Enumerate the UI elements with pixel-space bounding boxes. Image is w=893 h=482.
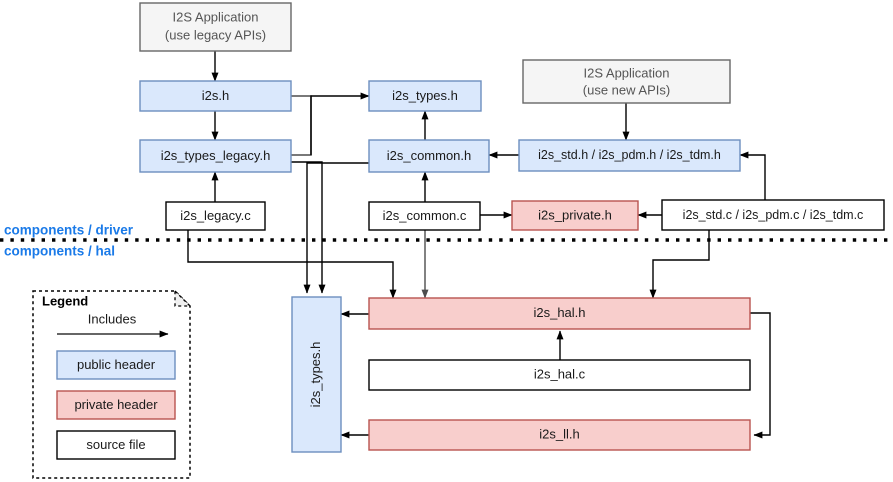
- node-i2s-h-label: i2s.h: [202, 88, 229, 103]
- edge-i2s-std-c-to-i2s-std-h: [739, 151, 766, 200]
- node-i2s-legacy-c-label: i2s_legacy.c: [180, 208, 251, 223]
- node-app-legacy-line1: I2S Application: [172, 9, 258, 24]
- node-i2s-hal-c[interactable]: i2s_hal.c: [368, 359, 751, 391]
- node-i2s-std-pdm-tdm-h-label: i2s_std.h / i2s_pdm.h / i2s_tdm.h: [538, 148, 721, 162]
- node-app-legacy[interactable]: I2S Application (use legacy APIs): [139, 2, 292, 52]
- node-i2s-std-pdm-tdm-h[interactable]: i2s_std.h / i2s_pdm.h / i2s_tdm.h: [518, 139, 741, 172]
- legend-item-private-header: private header: [56, 390, 176, 420]
- node-i2s-hal-h-label: i2s_hal.h: [533, 305, 585, 320]
- node-i2s-types-h-hal-label: i2s_types.h: [308, 342, 323, 408]
- node-i2s-std-pdm-tdm-c[interactable]: i2s_std.c / i2s_pdm.c / i2s_tdm.c: [661, 199, 885, 231]
- edge-i2s-types-legacy-h-to-hal-types: [291, 161, 326, 294]
- node-app-new-line1: I2S Application: [583, 65, 669, 80]
- node-app-new[interactable]: I2S Application (use new APIs): [522, 59, 731, 104]
- legend: Legend Includes public header private he…: [32, 289, 192, 479]
- node-i2s-types-h-label: i2s_types.h: [392, 88, 458, 103]
- legend-item-private-header-label: private header: [74, 397, 158, 412]
- node-i2s-common-h[interactable]: i2s_common.h: [368, 139, 490, 173]
- legend-item-source-file: source file: [56, 430, 176, 460]
- node-i2s-private-h-label: i2s_private.h: [538, 207, 612, 222]
- edge-i2s-std-c-to-i2s-hal-h: [649, 230, 710, 299]
- node-i2s-ll-h-label: i2s_ll.h: [539, 426, 579, 441]
- node-i2s-common-c-label: i2s_common.c: [383, 208, 467, 223]
- node-i2s-legacy-c[interactable]: i2s_legacy.c: [165, 201, 266, 231]
- edge-i2s-common-h-to-hal-types: [303, 162, 369, 294]
- legend-includes-label: Includes: [88, 311, 137, 326]
- legend-title: Legend: [42, 293, 88, 308]
- node-i2s-types-legacy-h-label: i2s_types_legacy.h: [161, 148, 271, 163]
- node-i2s-h[interactable]: i2s.h: [139, 80, 292, 112]
- edge-layer: [187, 51, 771, 439]
- node-i2s-std-pdm-tdm-c-label: i2s_std.c / i2s_pdm.c / i2s_tdm.c: [683, 208, 864, 222]
- legend-item-public-header-label: public header: [77, 357, 156, 372]
- legend-item-source-file-label: source file: [86, 437, 145, 452]
- edge-i2s-legacy-c-to-i2s-hal-h: [187, 230, 397, 299]
- legend-item-public-header: public header: [56, 350, 176, 380]
- node-i2s-hal-c-label: i2s_hal.c: [534, 366, 586, 381]
- node-i2s-types-legacy-h[interactable]: i2s_types_legacy.h: [139, 139, 292, 173]
- node-i2s-common-c[interactable]: i2s_common.c: [368, 201, 481, 231]
- node-i2s-common-h-label: i2s_common.h: [387, 148, 472, 163]
- node-i2s-ll-h[interactable]: i2s_ll.h: [368, 419, 751, 451]
- section-label-driver: components / driver: [4, 223, 134, 238]
- node-i2s-hal-h[interactable]: i2s_hal.h: [368, 297, 751, 330]
- node-i2s-private-h[interactable]: i2s_private.h: [511, 200, 639, 231]
- edge-i2s-hal-h-to-i2s-ll-h: [750, 312, 771, 439]
- node-app-new-line2: (use new APIs): [583, 82, 670, 97]
- node-i2s-types-h-hal[interactable]: i2s_types.h: [291, 296, 342, 453]
- legend-folded-corner-icon: [174, 289, 192, 307]
- node-i2s-types-h[interactable]: i2s_types.h: [368, 80, 482, 112]
- node-app-legacy-line2: (use legacy APIs): [165, 27, 266, 42]
- section-label-hal: components / hal: [4, 244, 115, 259]
- edge-i2s-h-to-i2s-types-h-arrow: [310, 92, 370, 155]
